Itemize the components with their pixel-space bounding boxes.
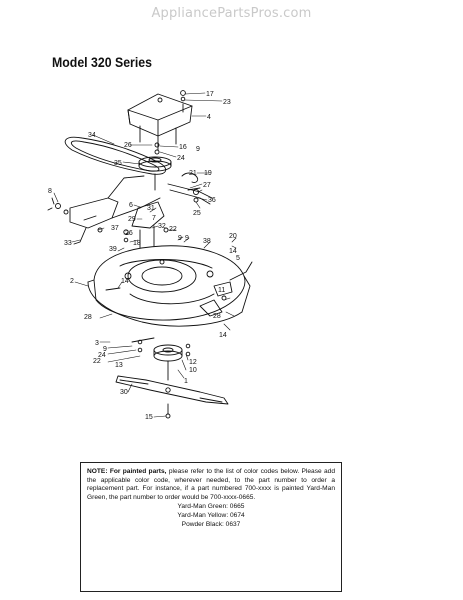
callout-30: 30: [120, 389, 128, 396]
callout-21: 21: [189, 170, 197, 177]
callout-9: 9: [185, 235, 189, 242]
pulley-part: [138, 142, 172, 191]
callout-8: 8: [48, 188, 52, 195]
callout-22: 22: [169, 226, 177, 233]
leader-lines: [53, 92, 237, 418]
painted-parts-note: NOTE: For painted parts, please refer to…: [80, 462, 342, 592]
page-title: Model 320 Series: [52, 54, 152, 70]
callout-9: 9: [103, 346, 107, 353]
note-body: please refer to the list of color codes …: [87, 468, 335, 501]
callout-3: 3: [95, 340, 99, 347]
callout-29: 29: [128, 216, 136, 223]
callout-14: 14: [219, 332, 227, 339]
spindle-part: [131, 337, 191, 381]
callout-13: 13: [115, 362, 123, 369]
callout-20: 20: [229, 233, 237, 240]
callout-12: 12: [189, 359, 197, 366]
callout-33: 33: [64, 240, 72, 247]
callout-labels: 17 23 4 34 26 16 9 24 35 21 19 27 36 25 …: [48, 91, 240, 421]
callout-6: 6: [129, 202, 133, 209]
color-code-yellow: Yard-Man Yellow: 0674: [177, 512, 245, 520]
color-code-black: Powder Black: 0637: [181, 520, 241, 528]
color-code-green: Yard-Man Green: 0665: [177, 503, 245, 511]
callout-15: 15: [145, 414, 153, 421]
deck-shell-part: [87, 245, 253, 327]
blade-part: [115, 375, 229, 419]
callout-36: 36: [208, 197, 216, 204]
callout-10: 10: [189, 367, 197, 374]
callout-35: 35: [114, 160, 122, 167]
callout-24: 24: [98, 352, 106, 359]
callout-5: 5: [236, 255, 240, 262]
idler-bracket-part: [47, 175, 161, 245]
callout-2: 2: [70, 278, 74, 285]
callout-4: 4: [207, 114, 211, 121]
callout-24: 24: [177, 155, 185, 162]
callout-23: 23: [223, 99, 231, 106]
callout-28: 28: [213, 313, 221, 320]
callout-25: 25: [193, 210, 201, 217]
callout-26: 26: [125, 230, 133, 237]
callout-9: 9: [196, 146, 200, 153]
callout-34: 34: [88, 132, 96, 139]
callout-39: 39: [109, 246, 117, 253]
callout-32: 32: [158, 223, 166, 230]
callout-11: 11: [218, 287, 225, 294]
callout-17: 17: [206, 91, 214, 98]
callout-37: 37: [111, 225, 119, 232]
callout-19: 19: [204, 170, 212, 177]
callout-31: 31: [147, 205, 155, 212]
note-label: NOTE: For painted parts,: [87, 468, 167, 475]
callout-22: 22: [93, 358, 101, 365]
callout-1: 1: [184, 378, 188, 385]
callout-27: 27: [203, 182, 211, 189]
parts-diagram: 17 23 4 34 26 16 9 24 35 21 19 27 36 25 …: [47, 90, 253, 421]
callout-28: 28: [84, 314, 92, 321]
callout-26: 26: [124, 142, 132, 149]
color-code-list: Yard-Man Green: 0665 Yard-Man Yellow: 06…: [87, 503, 335, 529]
callout-14: 14: [229, 248, 237, 255]
callout-7: 7: [152, 215, 156, 222]
belt-part: [64, 136, 167, 175]
callout-16: 16: [179, 144, 187, 151]
callout-14: 14: [121, 278, 129, 285]
callout-38: 38: [203, 238, 211, 245]
callout-9: 9: [178, 235, 182, 242]
watermark: AppliancePartsPros.com: [151, 6, 312, 21]
callout-18: 18: [133, 240, 141, 247]
deck-cover-part: [127, 90, 193, 151]
